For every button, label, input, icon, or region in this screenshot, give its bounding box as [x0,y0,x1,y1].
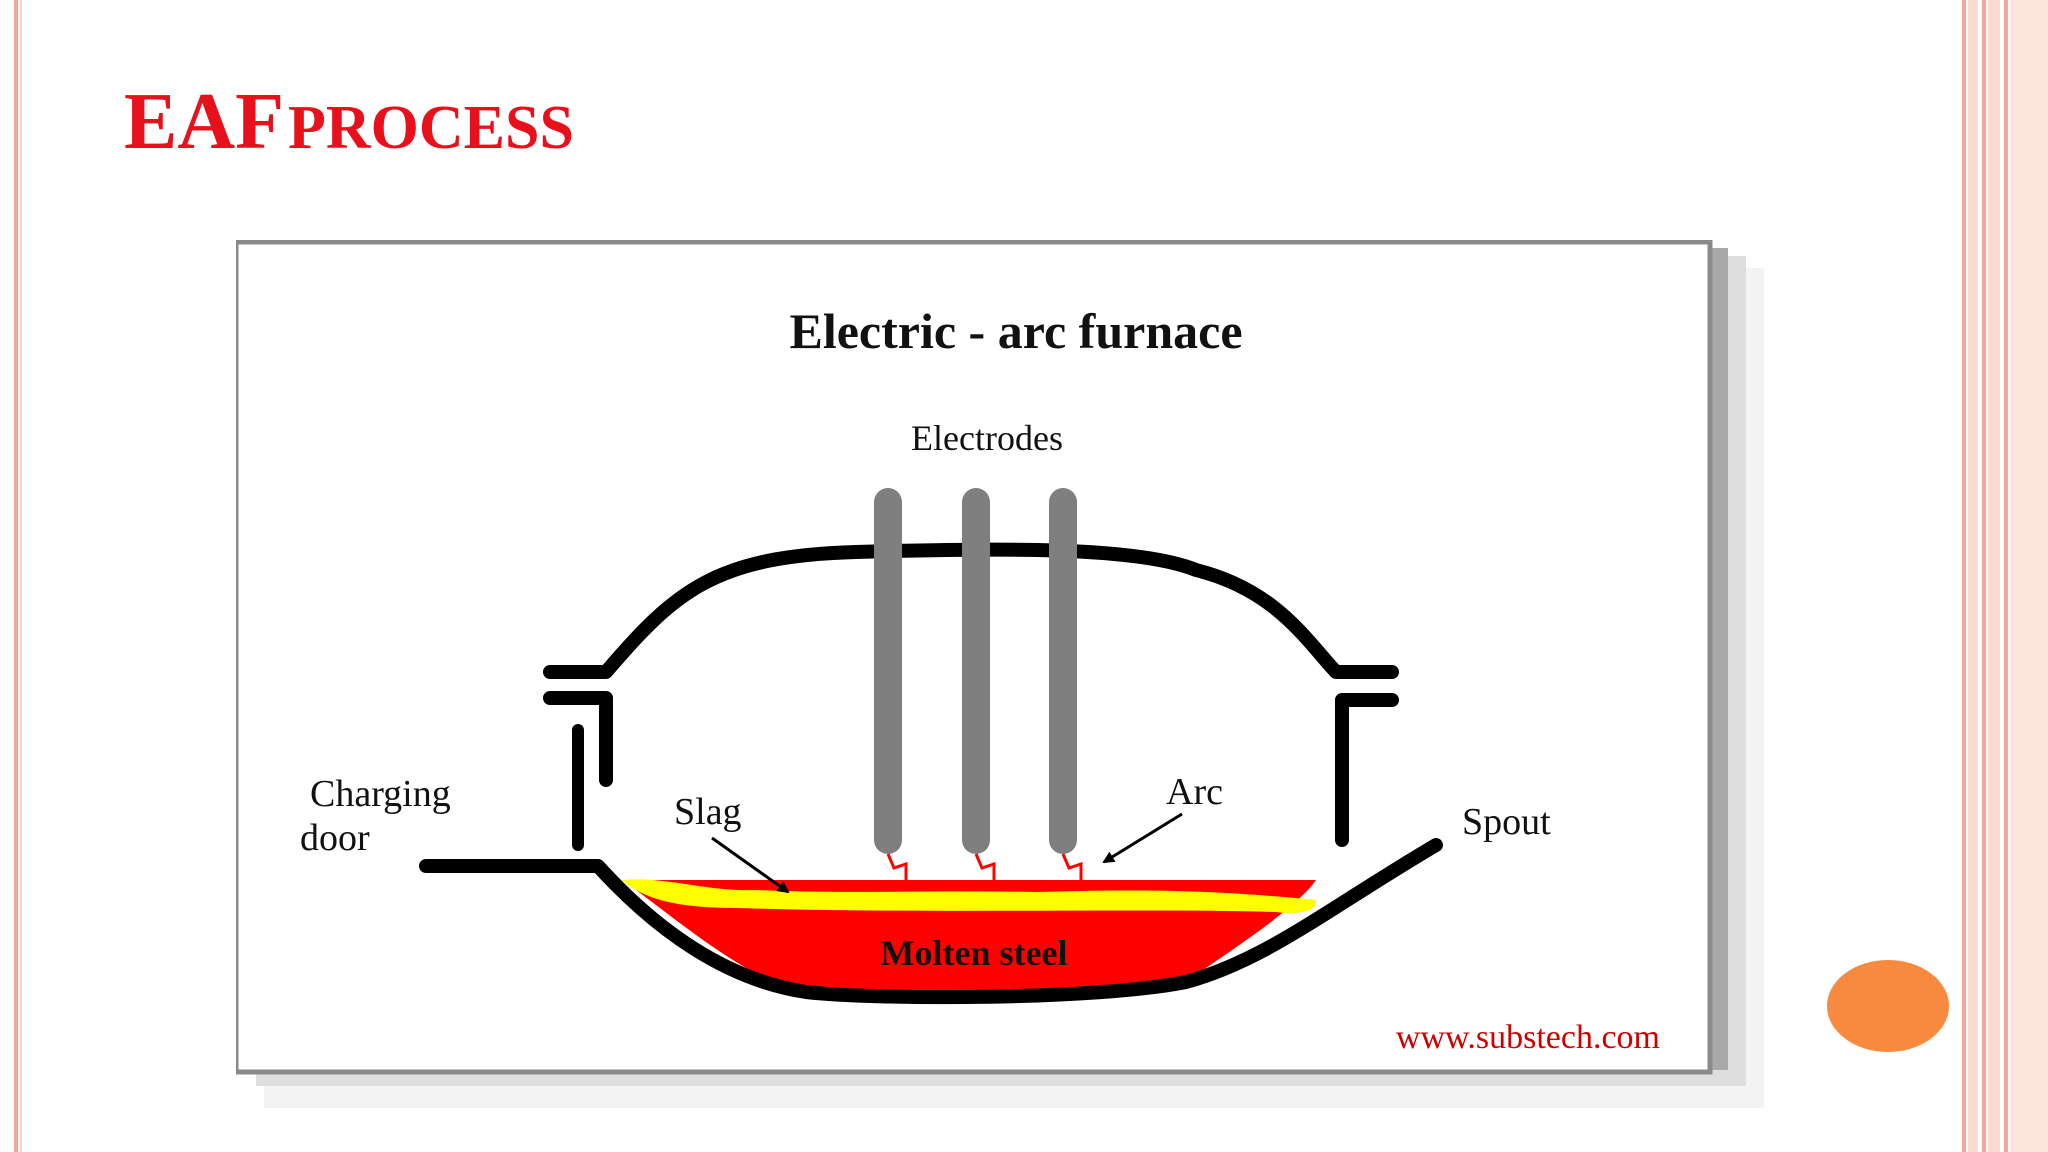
furnace-roof [543,542,1399,679]
source-credit: www.substech.com [1396,1019,1660,1056]
charging-door-label-line2: door [300,817,370,859]
right-border-band [2004,0,2008,1152]
right-border-band [1968,0,1978,1152]
slag-label: Slag [674,791,742,833]
slide-title: EAF PROCESS [124,82,574,162]
right-border-band [1962,0,1966,1152]
decorative-orange-circle [1827,960,1949,1052]
slag-pointer-arrow [711,836,790,894]
slide-title-main: EAF [124,78,284,166]
slag-layer [622,879,1317,914]
slide-title-sub: PROCESS [288,94,574,162]
right-border-band [1988,0,2000,1152]
right-border-band [2010,0,2048,1152]
spout-label: Spout [1462,801,1551,843]
furnace-diagram-image: Electric - arc furnace Electrodes [236,240,1776,1120]
furnace-diagram-svg: Electric - arc furnace Electrodes [236,240,1764,1108]
furnace-shell [419,838,1443,1005]
left-border-line-inner [20,0,22,1152]
arc-left [886,853,908,888]
right-border-band [1982,0,1986,1152]
electrodes-label: Electrodes [911,418,1063,458]
furnace-right-wall [1335,693,1399,847]
arc-pointer-arrow [1102,812,1183,864]
charging-door-label-line1: Charging [310,773,451,815]
diagram-heading: Electric - arc furnace [789,303,1242,359]
arc-label: Arc [1166,771,1223,813]
molten-steel-label: Molten steel [881,933,1068,973]
arc-right [1061,853,1083,888]
charging-door-lid [543,691,613,787]
arc-center [974,853,996,888]
left-border-line [14,0,18,1152]
